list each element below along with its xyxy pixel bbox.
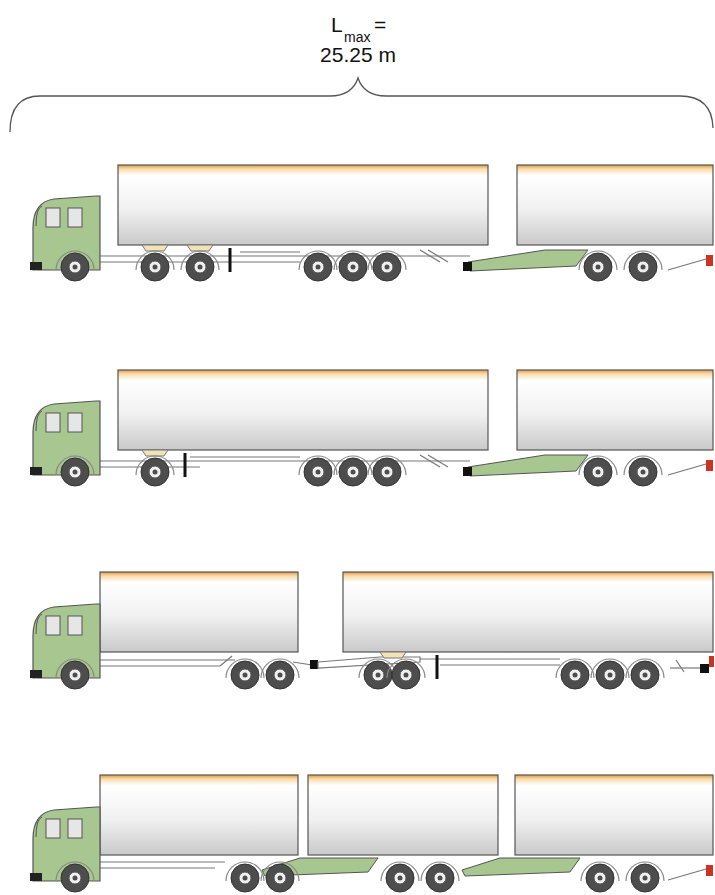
cargo-box [100, 572, 298, 652]
landing-gear [436, 655, 439, 679]
wheel [56, 862, 94, 892]
coupling [463, 467, 472, 476]
cargo-box [515, 775, 713, 855]
rear-bar [668, 259, 706, 270]
wheel [359, 659, 397, 689]
wheel [334, 251, 372, 281]
wheel [299, 456, 337, 486]
coupling [700, 664, 709, 673]
trailer-drawbar [462, 858, 580, 876]
wheel [579, 251, 617, 281]
chassis-line [100, 665, 220, 666]
wheel [56, 456, 94, 486]
coupling [310, 660, 318, 669]
length-bracket [10, 78, 713, 132]
wheel [299, 251, 337, 281]
cargo-box [118, 165, 488, 245]
chassis-line [428, 455, 448, 467]
wheel [626, 659, 664, 689]
wheel [181, 251, 219, 281]
wheel [368, 251, 406, 281]
landing-gear [229, 248, 232, 272]
wheel [591, 659, 629, 689]
fifth-wheel [380, 652, 406, 658]
coupling [463, 262, 472, 271]
truck-two-trailer-combination [30, 775, 713, 892]
dimension-label: L [331, 14, 343, 35]
cargo-box [343, 572, 713, 652]
chassis-line [220, 656, 232, 666]
tractor-semitrailer-dolly-combination [30, 370, 713, 486]
wheel [261, 659, 299, 689]
wheel [261, 862, 299, 892]
dimension-label: 25.25 m [320, 44, 396, 65]
chassis-line [440, 664, 560, 665]
wheel [626, 862, 664, 892]
tail-light [709, 656, 714, 667]
chassis-line [428, 250, 448, 262]
cargo-box [308, 775, 498, 855]
wheel [368, 456, 406, 486]
chassis-line [100, 867, 215, 868]
wheel [581, 862, 619, 892]
wheel [579, 456, 617, 486]
chassis-line [420, 658, 560, 659]
tractor-semitrailer-dolly-combination [30, 165, 713, 281]
tail-light [706, 865, 713, 876]
wheel [624, 251, 662, 281]
tail-light [706, 255, 713, 266]
rear-bar [668, 464, 706, 475]
fifth-wheel [187, 245, 213, 251]
chassis-line [100, 659, 235, 660]
chassis-line [240, 251, 300, 252]
cargo-box [100, 775, 298, 855]
tail-light [706, 460, 713, 471]
wheel [421, 862, 459, 892]
fifth-wheel [142, 245, 168, 251]
wheel [136, 456, 174, 486]
dimension-label: = [374, 14, 386, 35]
wheel [624, 456, 662, 486]
wheel [56, 251, 94, 281]
wheel [334, 456, 372, 486]
fifth-wheel [142, 450, 168, 456]
wheel [56, 659, 94, 689]
chassis-line [670, 667, 700, 668]
landing-gear [184, 453, 187, 477]
wheel [387, 659, 425, 689]
wheel [381, 862, 419, 892]
drawbar [293, 662, 312, 665]
chassis-line [676, 660, 684, 672]
cargo-box [118, 370, 488, 450]
dolly-drawbar [468, 455, 588, 476]
dolly-drawbar [468, 250, 588, 271]
wheel [556, 659, 594, 689]
wheel [226, 659, 264, 689]
wheel [136, 251, 174, 281]
rear-bar [668, 869, 706, 880]
chassis-line [100, 861, 225, 862]
chassis-line [190, 456, 300, 457]
subscript-label: max [344, 30, 370, 44]
cargo-box [517, 370, 713, 450]
wheel [226, 862, 264, 892]
truck-dolly-semitrailer-combination [30, 572, 714, 689]
cargo-box [517, 165, 713, 245]
